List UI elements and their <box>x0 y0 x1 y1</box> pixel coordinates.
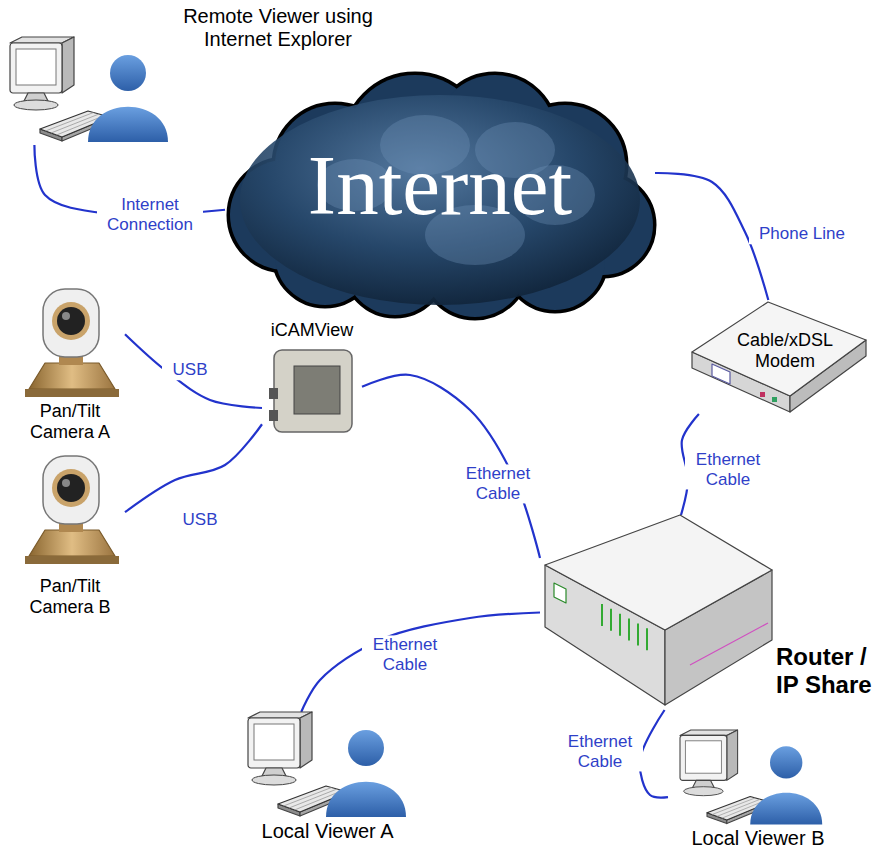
cable-label: USB <box>172 510 228 530</box>
modem-icon <box>692 302 866 412</box>
cable-label: Phone Line <box>749 224 855 244</box>
cable-label: Ethernet Cable <box>362 635 448 674</box>
node-label: Cable/xDSL Modem <box>730 330 840 371</box>
router-illustration <box>540 515 775 710</box>
cable-line <box>301 613 540 713</box>
cable-label: Ethernet Cable <box>455 464 541 503</box>
viewer-icon <box>10 37 168 142</box>
camera-icon <box>25 289 119 397</box>
cable-label: Internet Connection <box>97 195 203 234</box>
router-icon <box>545 515 772 705</box>
local-viewer-b: Local Viewer B <box>668 730 848 852</box>
modem: Cable/xDSL Modem <box>690 300 868 414</box>
icamview: iCAMView <box>262 318 362 443</box>
cable-line <box>125 334 262 408</box>
node-label: Internet <box>225 137 655 235</box>
node-label: Router / IP Share <box>776 643 882 698</box>
camera-icon <box>25 456 119 564</box>
cable-label: Ethernet Cable <box>557 732 643 771</box>
cable-line <box>640 710 668 797</box>
viewer-icon <box>248 712 406 817</box>
cable-label: Ethernet Cable <box>685 450 771 489</box>
viewer-icon <box>680 730 822 825</box>
local-viewer-a: Local Viewer A <box>240 712 415 852</box>
cable-line <box>362 375 540 558</box>
node-label: iCAMView <box>262 320 362 341</box>
camera-b: Pan/Tilt Camera B <box>15 452 125 624</box>
node-label: Local Viewer A <box>240 820 415 843</box>
node-label: Remote Viewer using Internet Explorer <box>163 5 393 51</box>
router: Router / IP Share <box>540 515 775 710</box>
node-label: Pan/Tilt Camera A <box>15 401 125 442</box>
camera-a: Pan/Tilt Camera A <box>15 285 125 449</box>
icamview-device <box>269 350 352 432</box>
node-label: Local Viewer B <box>668 827 848 850</box>
cable-line <box>125 424 262 512</box>
node-label: Pan/Tilt Camera B <box>15 576 125 617</box>
cable-label: USB <box>162 360 218 380</box>
internet-cloud: Internet <box>225 75 655 320</box>
